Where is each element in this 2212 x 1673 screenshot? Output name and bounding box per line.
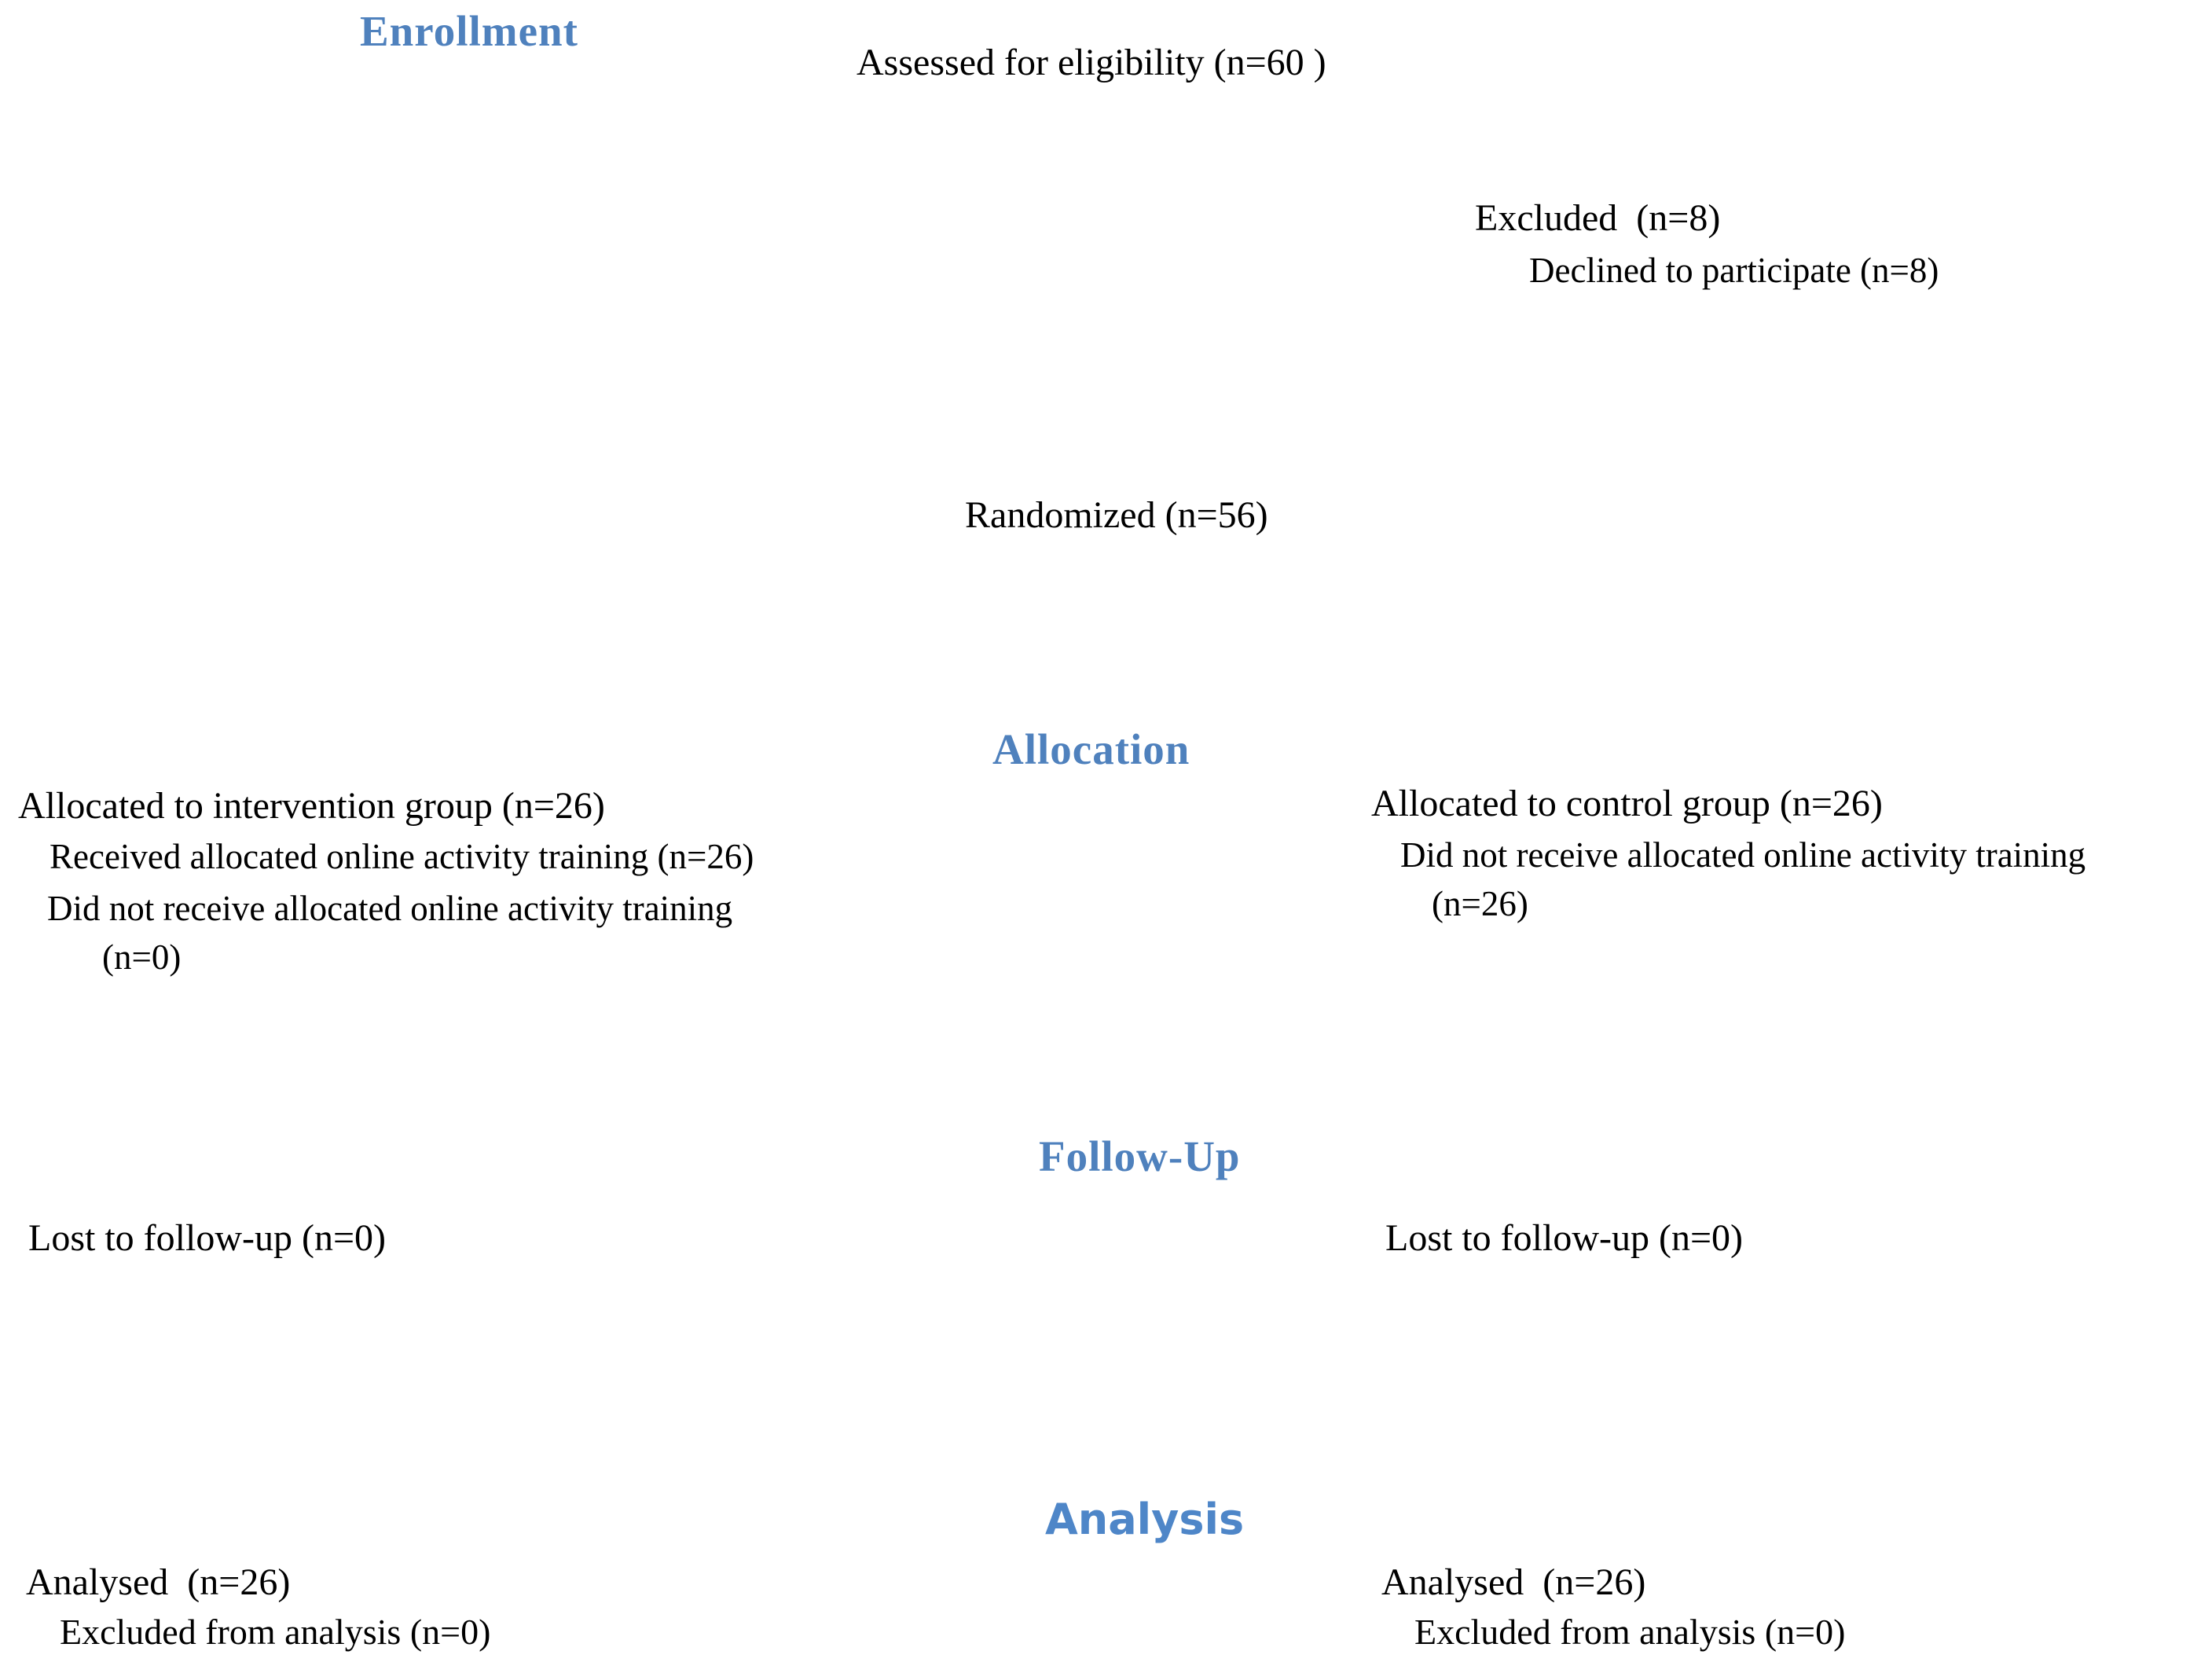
section-header-enrollment: Enrollment [360, 7, 578, 55]
node-control-not-received: Did not receive allocated online activit… [1400, 835, 2086, 875]
node-randomized: Randomized (n=56) [965, 494, 1268, 536]
section-header-followup: Follow-Up [1039, 1132, 1241, 1180]
node-lost-followup-intervention: Lost to follow-up (n=0) [28, 1217, 387, 1259]
section-header-analysis: Analysis [1045, 1495, 1245, 1544]
node-control-allocated: Allocated to control group (n=26) [1371, 783, 1883, 824]
node-control-not-received-count: (n=26) [1432, 884, 1528, 923]
node-excluded: Excluded (n=8) [1475, 197, 1721, 239]
node-analysed-control-excluded: Excluded from analysis (n=0) [1414, 1612, 1846, 1652]
node-intervention-allocated: Allocated to intervention group (n=26) [18, 785, 605, 827]
node-intervention-not-received: Did not receive allocated online activit… [47, 889, 733, 928]
node-excluded-declined: Declined to participate (n=8) [1529, 251, 1939, 290]
node-analysed-control: Analysed (n=26) [1381, 1561, 1646, 1603]
node-lost-followup-control: Lost to follow-up (n=0) [1385, 1217, 1744, 1259]
node-analysed-intervention-excluded: Excluded from analysis (n=0) [60, 1612, 491, 1652]
section-header-allocation: Allocation [992, 725, 1190, 773]
node-intervention-not-received-count: (n=0) [102, 937, 182, 977]
node-intervention-received: Received allocated online activity train… [50, 837, 754, 876]
node-assessed-eligibility: Assessed for eligibility (n=60 ) [857, 42, 1326, 83]
node-analysed-intervention: Analysed (n=26) [26, 1561, 291, 1603]
